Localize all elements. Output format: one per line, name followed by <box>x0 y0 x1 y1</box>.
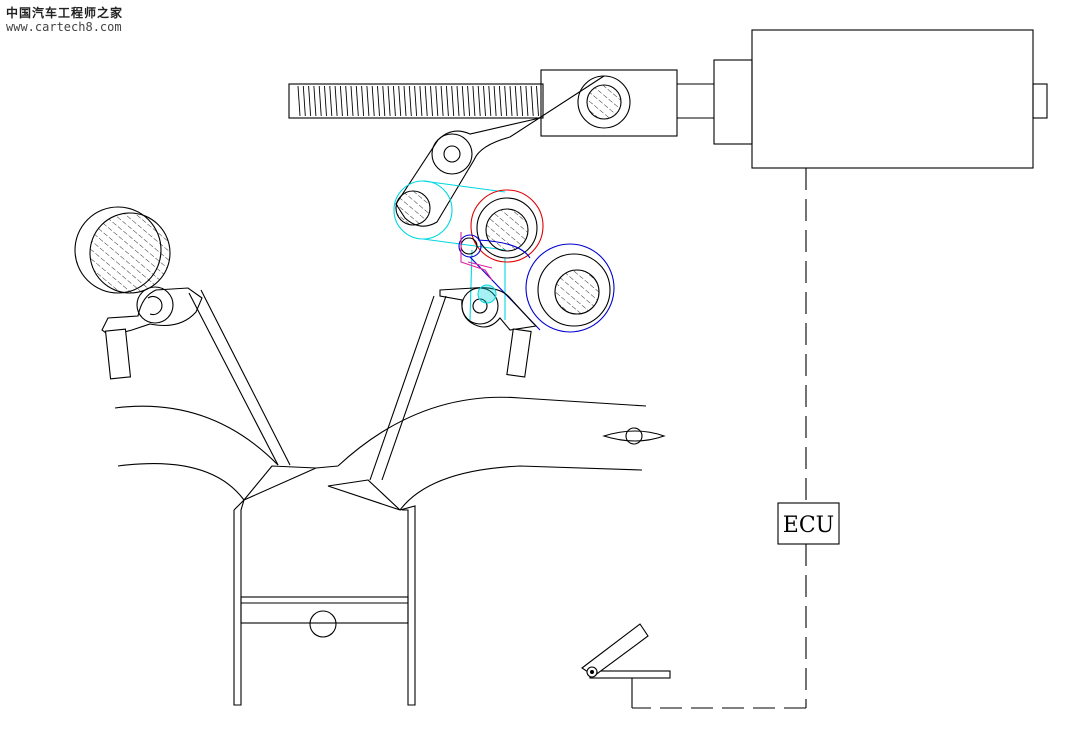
thread-line <box>493 85 497 117</box>
thread-line <box>440 85 444 117</box>
thread-line <box>472 85 476 117</box>
right-lash-adjuster <box>506 328 532 378</box>
ecu-box: ECU <box>777 502 840 545</box>
thread-line <box>456 85 460 117</box>
thread-line <box>403 85 407 117</box>
piston <box>240 596 409 638</box>
actuator-motor <box>751 29 1034 169</box>
intake-camshaft <box>485 208 529 252</box>
thread-line <box>530 85 534 117</box>
left-camshaft <box>74 206 171 294</box>
thread-line <box>467 85 471 117</box>
thread-line <box>329 85 333 117</box>
thread-line <box>355 85 359 117</box>
ecu-wiring <box>631 168 807 709</box>
thread-line <box>318 85 322 117</box>
right-rocker-arm <box>439 284 538 331</box>
exhaust-camshaft <box>554 269 600 315</box>
thread-line <box>302 85 306 117</box>
thread-line <box>525 85 529 117</box>
motor-coupling <box>713 59 753 145</box>
red-cam-ring <box>470 189 544 263</box>
thread-line <box>339 85 343 117</box>
thread-line <box>387 85 391 117</box>
thread-line <box>398 85 402 117</box>
intake-port <box>114 405 339 501</box>
thread-line <box>334 85 338 117</box>
intake-valve-left <box>188 289 317 501</box>
thread-line <box>488 85 492 117</box>
thread-line <box>377 85 380 117</box>
thread-line <box>509 85 513 117</box>
left-lash-adjuster <box>104 328 132 380</box>
thread-line <box>313 85 317 117</box>
thread-line <box>504 85 508 117</box>
watermark-site-name: 中国汽车工程师之家 <box>6 6 124 20</box>
thread-line <box>414 85 418 117</box>
thread-line <box>308 85 312 117</box>
exhaust-port <box>337 396 666 511</box>
thread-line <box>382 85 386 117</box>
arm-pivot <box>395 190 431 226</box>
thread-line <box>514 85 518 117</box>
thread-line <box>536 85 539 117</box>
linkage-arm <box>395 75 605 227</box>
motor-shaft-end <box>1032 83 1048 119</box>
thread-line <box>408 85 412 117</box>
watermark-url: www.cartech8.com <box>6 20 122 35</box>
exhaust-valve-right <box>327 295 447 511</box>
thread-line <box>483 85 486 117</box>
thread-line <box>498 85 502 117</box>
magenta-intermediate-lever <box>460 232 493 281</box>
thread-line <box>419 85 423 117</box>
thread-line <box>345 85 349 117</box>
slider-block <box>540 69 678 137</box>
watermark: 中国汽车工程师之家 www.cartech8.com <box>6 6 123 35</box>
cylinder <box>233 499 416 706</box>
thread-line <box>392 85 396 117</box>
thread-line <box>461 85 465 117</box>
thread-line <box>350 85 354 117</box>
cyan-eccentric-cam <box>393 180 506 321</box>
thread-line <box>324 85 327 117</box>
thread-line <box>445 85 449 117</box>
thread-line <box>477 85 481 117</box>
thread-line <box>435 85 439 117</box>
thread-line <box>520 85 524 117</box>
thread-line <box>430 85 433 117</box>
thread-line <box>366 85 370 117</box>
ecu-label: ECU <box>783 513 834 538</box>
thread-line <box>451 85 455 117</box>
accelerator-pedal <box>581 623 671 679</box>
left-rocker-arm <box>101 286 203 337</box>
thread-line <box>371 85 375 117</box>
thread-line <box>297 85 301 117</box>
threaded-screw-rod <box>288 83 544 119</box>
thread-line <box>361 85 365 117</box>
thread-line <box>424 85 428 117</box>
